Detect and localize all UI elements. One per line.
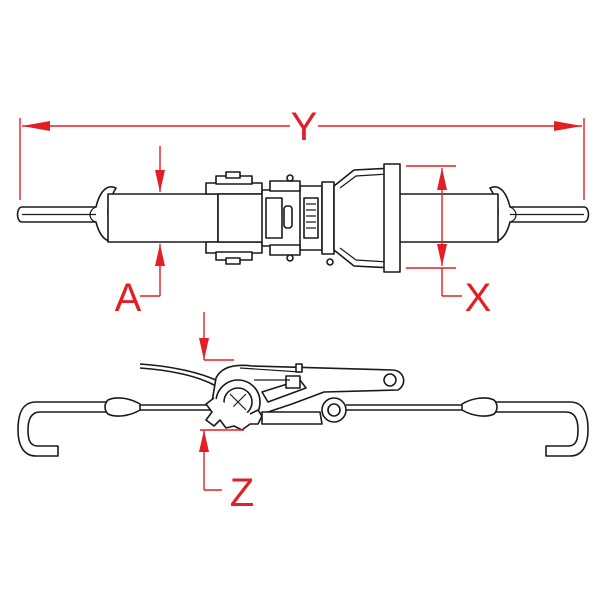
right-loop-end <box>489 186 590 242</box>
dimension-z: Z <box>199 312 254 515</box>
dimension-label-y: Y <box>291 105 318 149</box>
dimension-a: A <box>115 146 165 320</box>
side-view: Z <box>17 312 589 515</box>
left-loop-end <box>16 186 117 242</box>
strap-side-right <box>346 404 462 411</box>
strap-right <box>391 193 499 243</box>
dimension-label-x: X <box>465 276 492 320</box>
dimension-y: Y <box>19 105 585 200</box>
handle-top <box>333 163 401 273</box>
strap-side-left <box>140 404 214 411</box>
dimension-label-z: Z <box>230 471 254 515</box>
dimension-label-a: A <box>115 276 142 320</box>
top-view: Y A X <box>16 105 590 320</box>
left-hook <box>17 397 141 457</box>
right-hook <box>461 397 589 457</box>
ratchet-body-top <box>205 171 335 266</box>
dimension-x: X <box>406 165 492 320</box>
strap-left <box>107 193 219 243</box>
ratchet-body-side <box>205 363 405 431</box>
strap-loose-end <box>139 363 221 387</box>
